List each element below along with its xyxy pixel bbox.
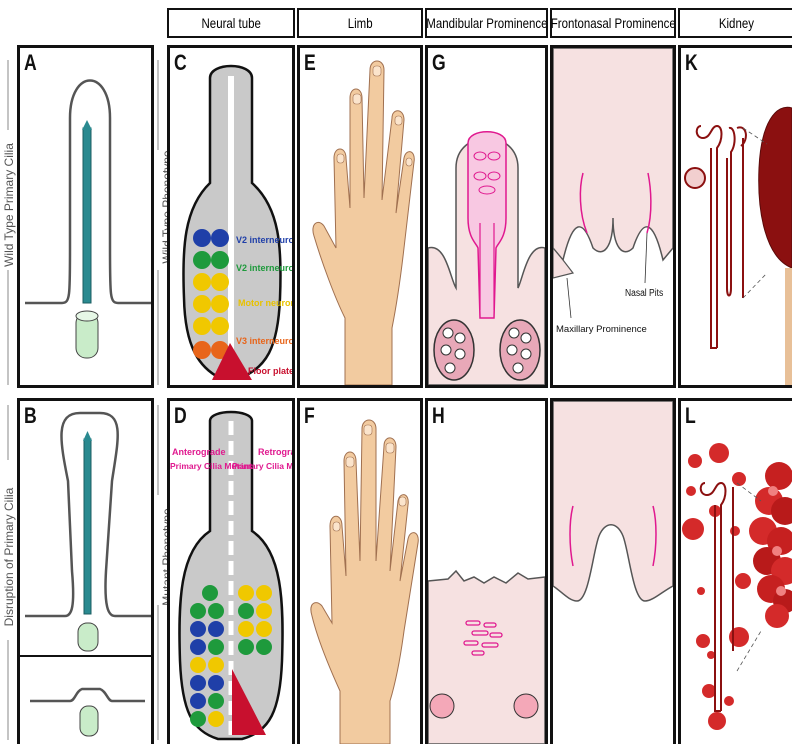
panel-f: F bbox=[297, 398, 423, 744]
kidney-mutant bbox=[681, 401, 792, 744]
wild-type-cilium-diagram bbox=[20, 48, 151, 385]
frontonasal-tissue bbox=[553, 48, 673, 260]
axoneme bbox=[83, 128, 91, 303]
mandible-mutant bbox=[428, 401, 545, 744]
frontonasal-mutant bbox=[553, 401, 673, 744]
neural-tube-wild-type: V2 interneurons V2 interneurons Motor ne… bbox=[170, 48, 292, 385]
kidney-wild-type bbox=[681, 48, 792, 385]
hand-wild-type bbox=[300, 48, 420, 385]
label-motor-neurons: Motor neurons bbox=[238, 298, 292, 308]
nephron bbox=[701, 483, 733, 711]
label-nasal-pits: Nasal Pits bbox=[625, 287, 664, 298]
header-kidney: Kidney bbox=[678, 8, 792, 38]
header-neural-tube: Neural tube bbox=[167, 8, 295, 38]
label-v2-interneurons-blue: V2 interneurons bbox=[236, 235, 292, 245]
tooth-germ-left bbox=[430, 694, 454, 718]
panel-e: E bbox=[297, 45, 423, 388]
frontonasal-wild-type: Nasal Pits Maxillary Prominence bbox=[553, 48, 673, 385]
label-maxillary-prominence: Maxillary Prominence bbox=[556, 324, 647, 335]
panel-i: I Nasal Pits Maxillary Prominence bbox=[550, 45, 676, 388]
tooth-germ-right bbox=[514, 694, 538, 718]
label-retrograde-mutant: Primary Cilia Mutant bbox=[232, 461, 292, 471]
header-limb: Limb bbox=[297, 8, 423, 38]
label-retrograde: Retrograde bbox=[258, 447, 292, 457]
label-floor-plate: Floor plate bbox=[248, 366, 292, 376]
panel-j: J bbox=[550, 398, 676, 744]
panel-d: D Anterograde Primary Cilia Mutant Retro… bbox=[167, 398, 295, 744]
basal-body bbox=[78, 623, 98, 651]
label-anterograde: Anterograde bbox=[172, 447, 226, 457]
frontonasal-tissue bbox=[553, 401, 673, 601]
panel-b: B bbox=[17, 398, 154, 744]
basal-body-2 bbox=[80, 706, 98, 736]
disrupted-cilium-diagram bbox=[20, 401, 151, 744]
label-v3-interneurons: V3 interneurons bbox=[236, 336, 292, 346]
neural-tube-mutant: Anterograde Primary Cilia Mutant Retrogr… bbox=[170, 401, 292, 744]
hand-shape bbox=[313, 61, 414, 385]
polycystic-kidney bbox=[749, 462, 792, 628]
panel-c: C V2 interneurons V2 interneurons Motor … bbox=[167, 45, 295, 388]
lumen bbox=[228, 76, 234, 366]
header-mandibular: Mandibular Prominence bbox=[425, 8, 548, 38]
label-v2-interneurons-green: V2 interneurons bbox=[236, 263, 292, 273]
kidney-organ bbox=[759, 107, 792, 268]
axoneme bbox=[84, 439, 91, 614]
panel-k: K bbox=[678, 45, 792, 388]
panel-g: G bbox=[425, 45, 548, 388]
tooth-germ-left bbox=[434, 320, 474, 380]
cilium-tip bbox=[82, 120, 92, 130]
panel-a: A bbox=[17, 45, 154, 388]
mandible-wild-type bbox=[428, 48, 545, 385]
tooth-germ-right bbox=[500, 320, 540, 380]
ureter bbox=[785, 268, 792, 385]
nephron bbox=[685, 126, 746, 348]
panel-h: H bbox=[425, 398, 548, 744]
panel-l: L bbox=[678, 398, 792, 744]
hand-mutant bbox=[300, 401, 420, 744]
membrane-flat bbox=[30, 689, 145, 701]
header-frontonasal: Frontonasal Prominence bbox=[550, 8, 676, 38]
cilium-tip bbox=[83, 431, 92, 441]
hand-shape bbox=[311, 420, 418, 744]
